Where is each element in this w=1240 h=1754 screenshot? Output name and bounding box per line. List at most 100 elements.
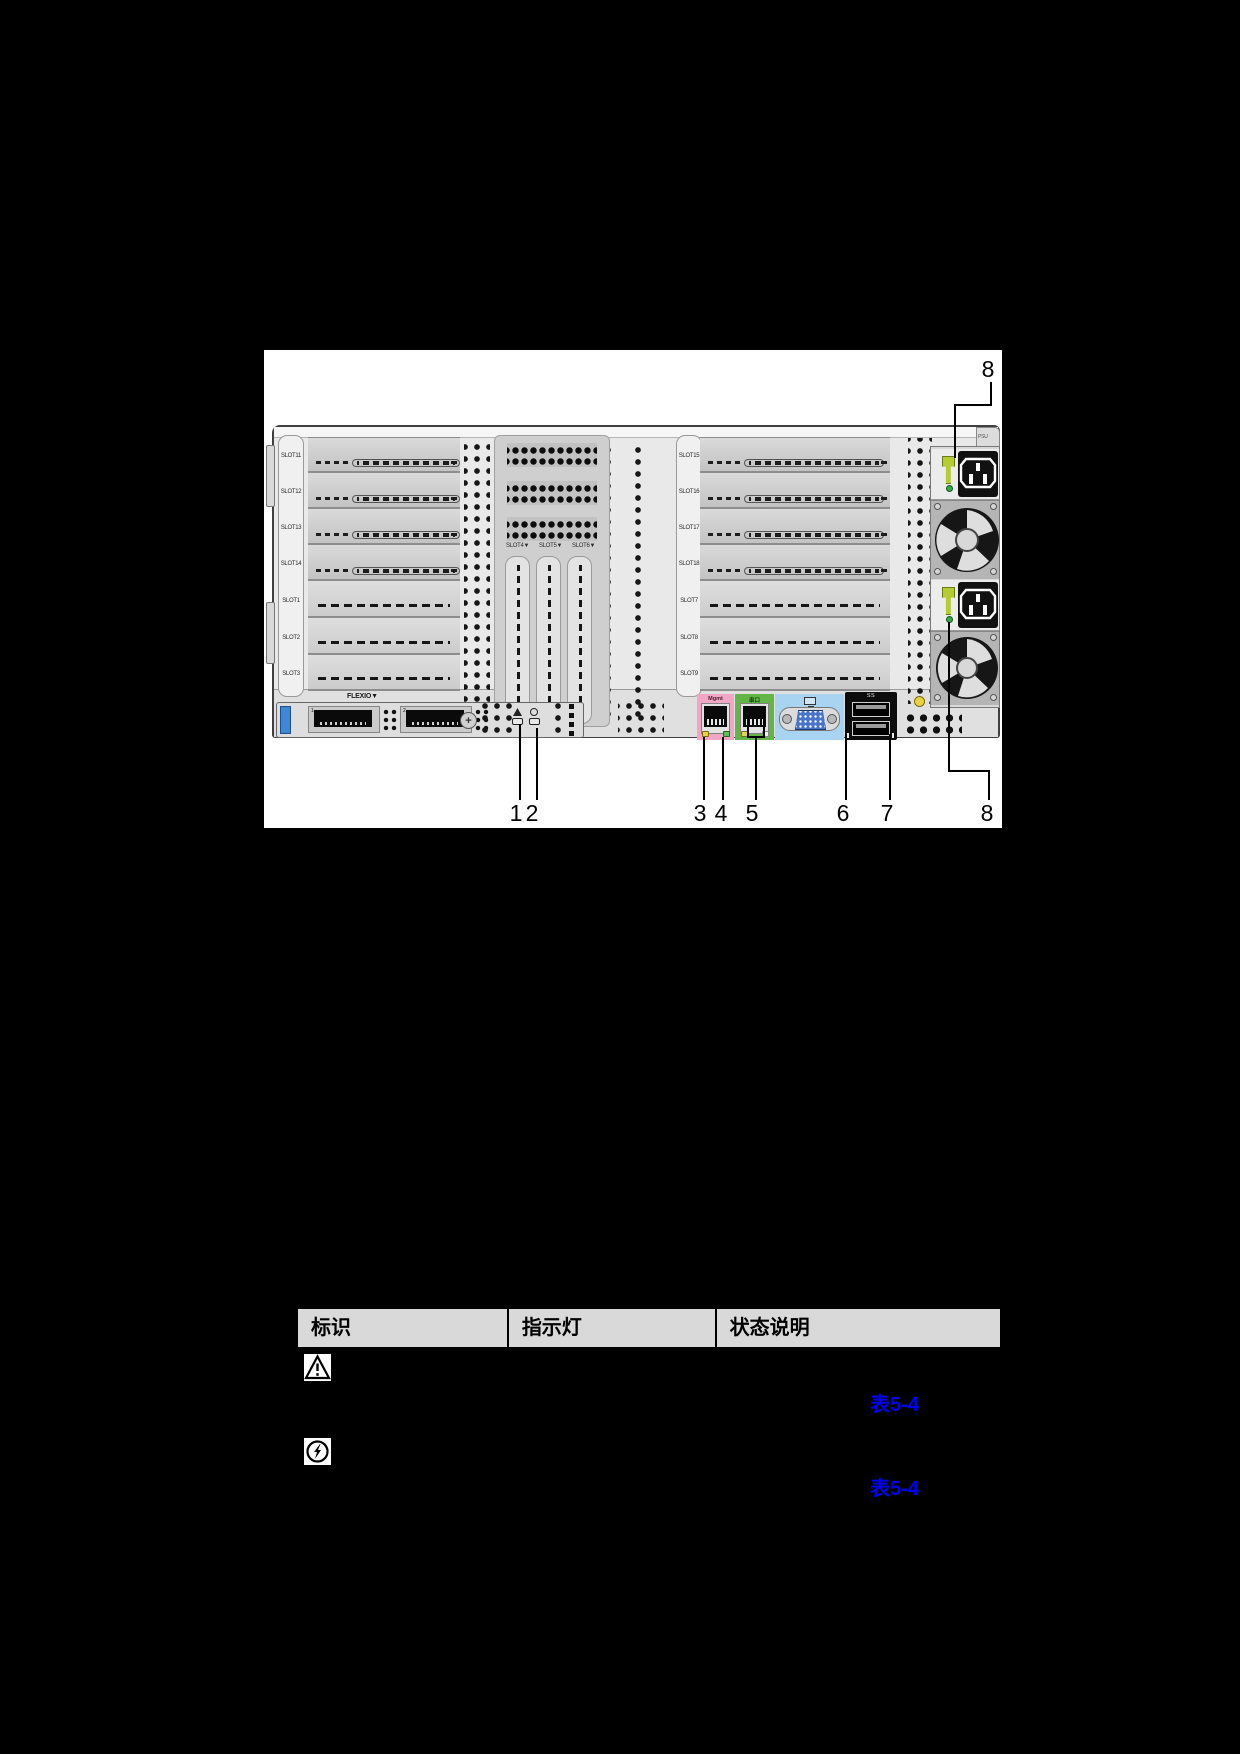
- slot-label: SLOT13: [280, 525, 302, 531]
- slot-dash: [451, 569, 457, 572]
- monitor-icon: [804, 697, 816, 708]
- flexio-ejector-tab[interactable]: [280, 706, 291, 734]
- table-5-4-link[interactable]: 表5-4: [870, 1478, 919, 1500]
- slot-bracket: [352, 531, 460, 539]
- slot-dashes: [708, 497, 740, 500]
- mgmt-port-label: Mgmt: [708, 696, 723, 702]
- health-warning-icon: [304, 1354, 331, 1381]
- uid-icon: [304, 1438, 331, 1465]
- pcie-slot-row: [700, 473, 890, 509]
- vent-grid: [552, 700, 564, 736]
- slot-label: SLOT17: [678, 525, 700, 531]
- vent-dots: [382, 708, 398, 732]
- table-5-4-link[interactable]: 表5-4: [870, 1394, 919, 1416]
- callout-number-5: 5: [745, 800, 759, 826]
- riser-connector-grid: [507, 443, 597, 467]
- callout-line: [948, 622, 950, 772]
- psu1-status-led: [946, 485, 953, 492]
- slot-label: SLOT18: [678, 561, 700, 567]
- pcie-slot-row: [308, 509, 460, 545]
- callout-number-3: 3: [693, 800, 707, 826]
- callout-line: [763, 712, 765, 738]
- uid-indicator-icon: [530, 708, 538, 716]
- callout-line: [747, 736, 765, 738]
- callout-number-1: 1: [509, 800, 523, 826]
- slot-bracket: [352, 495, 460, 503]
- callout-number-2: 2: [525, 800, 539, 826]
- slot-dash: [881, 533, 887, 536]
- pcie-slot-row: [308, 618, 460, 655]
- slot-dashes: [710, 677, 880, 680]
- health-indicator-icon: [513, 708, 522, 716]
- slot-dashes: [318, 641, 450, 644]
- slot-bracket: [744, 531, 884, 539]
- slot-bracket: [352, 567, 460, 575]
- slot-bracket: [744, 459, 884, 467]
- slot-dash: [881, 461, 887, 464]
- slot-label: SLOT2: [282, 635, 300, 641]
- slot-dash: [881, 569, 887, 572]
- slot-dashes: [316, 461, 348, 464]
- callout-line: [889, 734, 891, 800]
- callout-line: [990, 382, 992, 406]
- pcie-slot-row: [308, 473, 460, 509]
- slot-label: SLOT3: [282, 671, 300, 677]
- usb-port-block: SS: [845, 692, 897, 740]
- callout-number-7: 7: [880, 800, 894, 826]
- usb-port-2[interactable]: [852, 721, 890, 736]
- slot-label: SLOT14: [280, 561, 302, 567]
- slot-dash: [451, 461, 457, 464]
- slot-dashes: [708, 461, 740, 464]
- callout-line: [536, 728, 538, 800]
- slot-label: SLOT15: [678, 453, 700, 459]
- vent-strip: [632, 442, 644, 722]
- slot-dashes: [316, 569, 348, 572]
- callout-line: [954, 406, 956, 458]
- mgmt-rj45-port[interactable]: [701, 703, 730, 734]
- uid-indicator-led: [529, 718, 540, 725]
- sfp-port[interactable]: [406, 710, 464, 727]
- callout-line: [988, 770, 990, 800]
- sfp-port[interactable]: [314, 710, 372, 727]
- usb-port-1[interactable]: [852, 702, 890, 717]
- callout-line: [747, 712, 749, 738]
- slot-label: SLOT6▼: [572, 543, 596, 549]
- psu1-ac-inlet[interactable]: [958, 451, 998, 497]
- slot-label: SLOT9: [680, 671, 698, 677]
- slot-dashes: [316, 533, 348, 536]
- slot-dashes: [318, 677, 450, 680]
- table-header-status: 状态说明: [714, 1309, 1000, 1347]
- slot-label: SLOT8: [680, 635, 698, 641]
- flexio-port-1[interactable]: 1: [308, 706, 380, 733]
- slot-label: SLOT12: [280, 489, 302, 495]
- pcie-slot-row: [700, 437, 890, 473]
- pcie-slot-row: [308, 655, 460, 691]
- callout-number-8-top: 8: [981, 356, 995, 382]
- riser-connector-grid: [507, 517, 597, 541]
- callout-line: [755, 738, 757, 800]
- chassis-left-tab: [266, 602, 275, 664]
- slot-label: SLOT1: [282, 598, 300, 604]
- psu2-ac-inlet[interactable]: [958, 582, 998, 628]
- flexio-port-number: 1: [311, 708, 314, 714]
- callout-line: [703, 737, 705, 800]
- callout-line: [948, 770, 990, 772]
- pcie-slot-row: [700, 655, 890, 691]
- pcie-slot-row: [700, 545, 890, 581]
- slot-label: SLOT4▼: [506, 543, 530, 549]
- pcie-slot-row: [700, 618, 890, 655]
- slot-bracket: [352, 459, 460, 467]
- slot-dashes: [316, 497, 348, 500]
- serial-led: [762, 731, 769, 737]
- pcie-slot-row: [700, 509, 890, 545]
- right-pcie-slots: [700, 437, 890, 691]
- chassis-top-rim: [274, 427, 998, 438]
- ground-terminal-icon: [914, 696, 925, 707]
- slot-label: SLOT7: [680, 598, 698, 604]
- thumbscrew[interactable]: +: [460, 712, 477, 729]
- vga-connector[interactable]: [779, 707, 840, 731]
- pcie-slot-row: [308, 581, 460, 618]
